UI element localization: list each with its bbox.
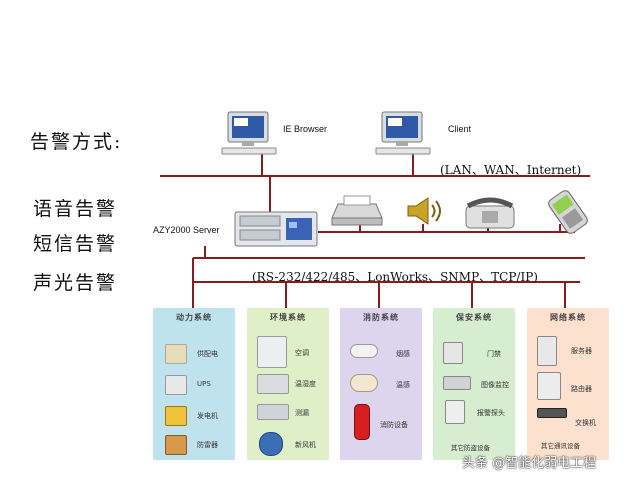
heat-detector-icon [350, 374, 378, 392]
smoke-detector-icon [350, 344, 378, 358]
sms-alarm-label: 短信告警 [33, 233, 118, 255]
security-item: 图像监控 [481, 381, 509, 389]
fresh-air-fan-icon [259, 432, 283, 456]
power-item: UPS [197, 380, 211, 388]
mobile-phone-icon [548, 190, 588, 234]
fire-system-panel: 消防系统 烟感 温感 消防设备 [340, 308, 422, 460]
network-item: 交换机 [575, 419, 596, 427]
leak-detector-icon [257, 404, 289, 420]
video-camera-icon [443, 376, 471, 390]
security-item: 门禁 [487, 350, 501, 358]
speaker-icon [407, 197, 441, 225]
fire-item: 温感 [396, 381, 410, 389]
printer-icon [331, 195, 383, 226]
environment-system-panel: 环境系统 空调 温湿度 测漏 新风机 [247, 308, 329, 460]
power-item: 供配电 [197, 350, 218, 358]
client-computer-icon [375, 111, 431, 155]
environment-item: 新风机 [295, 441, 316, 449]
security-footer-note: 其它防盗设备 [451, 444, 490, 452]
power-distribution-icon [165, 344, 187, 364]
server-label: AZY2000 Server [153, 225, 220, 235]
surge-protector-icon [165, 435, 187, 455]
router-icon [537, 372, 561, 400]
network-system-title: 网络系统 [550, 313, 586, 322]
security-item: 报警探头 [477, 409, 505, 417]
power-system-title: 动力系统 [176, 313, 212, 322]
network-item: 服务器 [571, 347, 592, 355]
client-label: Client [448, 124, 472, 134]
environment-item: 空调 [295, 349, 309, 357]
generator-icon [165, 406, 187, 426]
alarm-sensor-icon [445, 400, 465, 424]
fire-item: 烟感 [396, 350, 410, 358]
network-item: 路由器 [571, 385, 592, 393]
environment-item: 测漏 [295, 409, 309, 417]
network-system-panel: 网络系统 服务器 路由器 交换机 其它通讯设备 [527, 308, 609, 460]
watermark: 头条 @智能化弱电工程 [462, 456, 597, 471]
switch-icon [537, 408, 567, 418]
air-conditioner-icon [257, 336, 287, 368]
security-system-title: 保安系统 [456, 313, 492, 322]
power-item: 防雷器 [197, 441, 218, 449]
ie-browser-label: IE Browser [283, 124, 328, 134]
desk-phone-icon [465, 197, 515, 229]
power-system-panel: 动力系统 供配电 UPS 发电机 防雷器 [153, 308, 235, 460]
lower-bus-label: (RS-232/422/485、LonWorks、SNMP、TCP/IP) [252, 270, 538, 284]
ups-icon [165, 375, 187, 395]
environment-system-title: 环境系统 [270, 313, 306, 322]
temperature-humidity-icon [257, 374, 289, 394]
security-system-panel: 保安系统 门禁 图像监控 报警探头 其它防盗设备 [433, 308, 515, 460]
audio-visual-alarm-label: 声光告警 [33, 272, 118, 294]
top-bus-label: (LAN、WAN、Internet) [440, 163, 582, 177]
ie-browser-computer-icon [221, 111, 277, 155]
power-item: 发电机 [197, 412, 218, 420]
environment-item: 温湿度 [295, 380, 316, 388]
fire-extinguisher-icon [354, 404, 370, 440]
server-icon [234, 211, 318, 247]
alarm-modes-label: 告警方式: [30, 131, 123, 153]
fire-item: 消防设备 [380, 421, 408, 429]
server-rack-icon [537, 336, 557, 366]
fire-system-title: 消防系统 [363, 313, 399, 322]
voice-alarm-label: 语音告警 [33, 198, 118, 220]
network-footer-note: 其它通讯设备 [541, 442, 580, 450]
access-control-icon [443, 342, 463, 364]
